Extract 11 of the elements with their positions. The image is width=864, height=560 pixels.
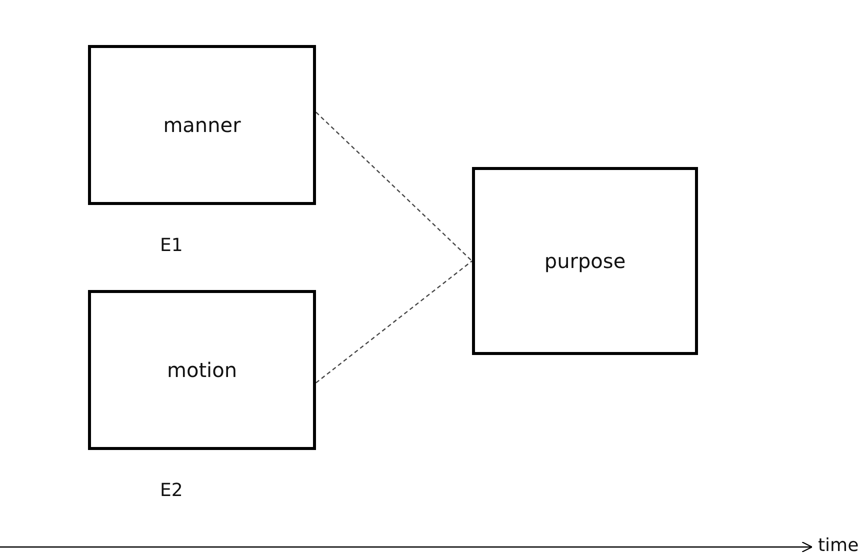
dashed-connector <box>316 260 472 384</box>
process-box <box>472 167 698 355</box>
axis-label: time <box>818 535 859 556</box>
event-label: E1 <box>160 235 183 256</box>
node-label: manner <box>163 113 241 137</box>
node-label: purpose <box>544 249 626 273</box>
node-label: motion <box>166 358 238 382</box>
event-label: E2 <box>160 480 183 501</box>
process-box <box>88 290 316 450</box>
dashed-connector <box>316 112 472 262</box>
process-box <box>88 45 316 205</box>
